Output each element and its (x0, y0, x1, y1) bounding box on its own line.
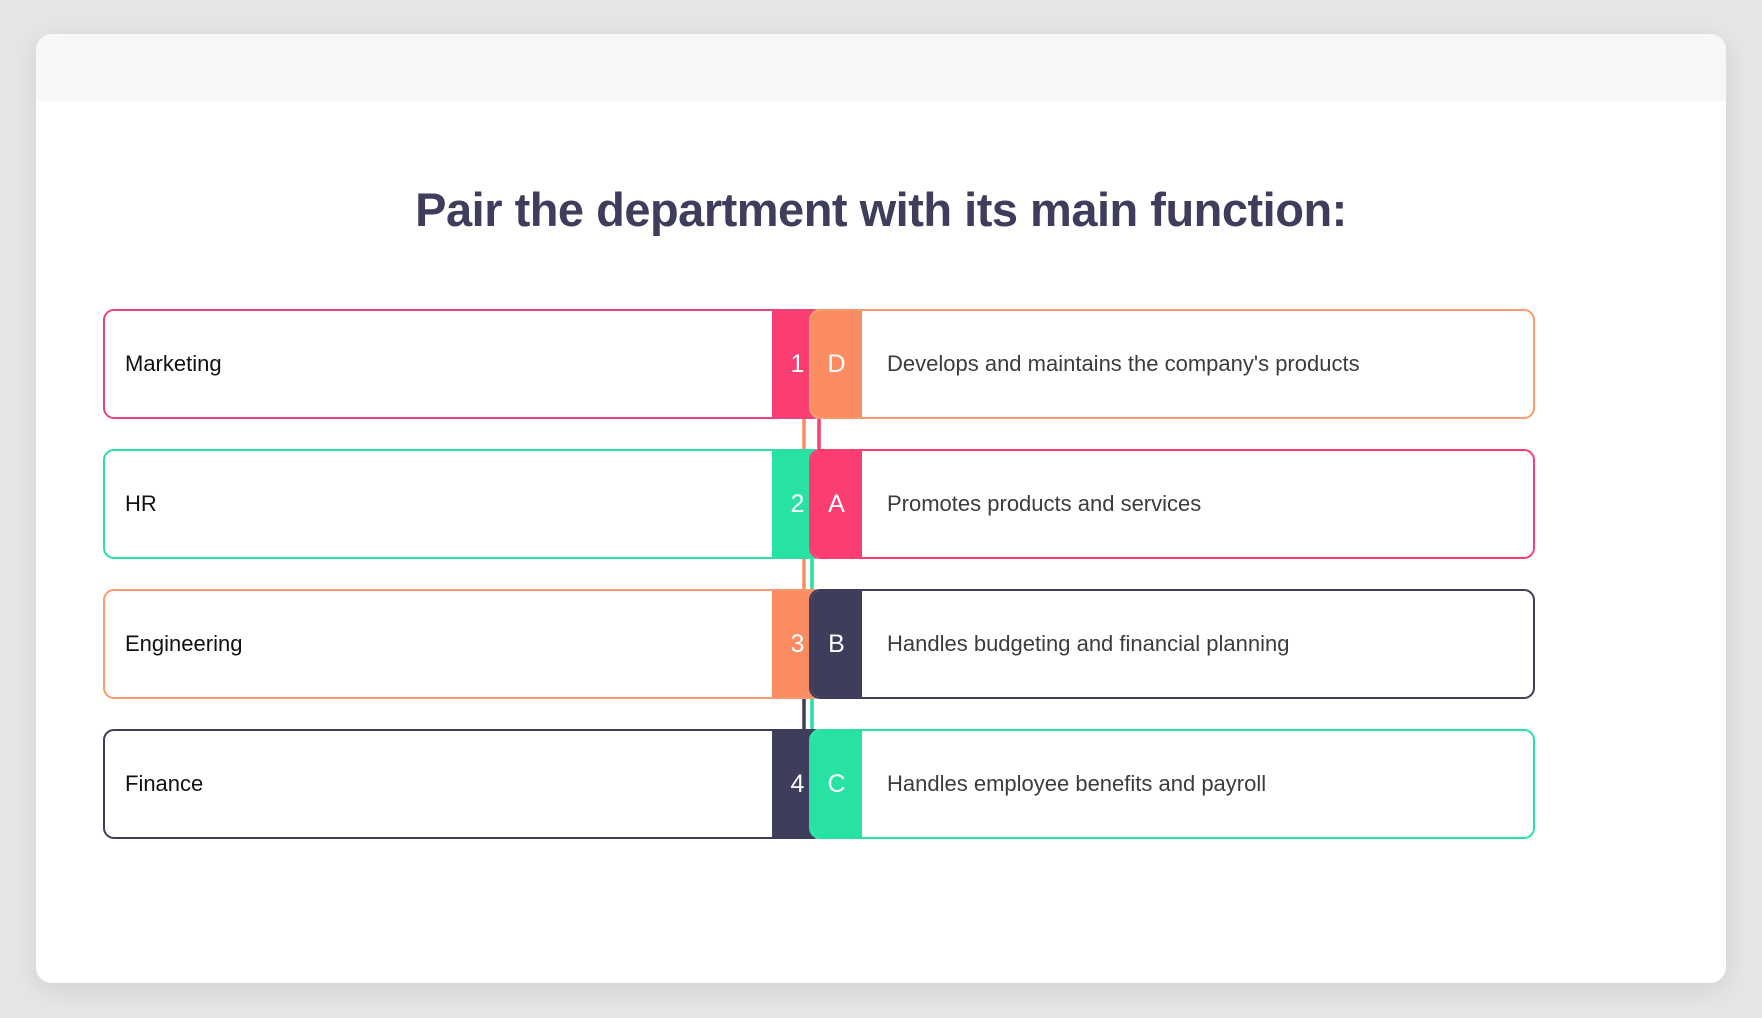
left-card-label: Marketing (125, 351, 222, 376)
page-title: Pair the department with its main functi… (415, 183, 1347, 236)
right-card-d[interactable]: D Develops and maintains the company's p… (809, 309, 1535, 419)
left-card-marketing[interactable]: Marketing 1 (103, 309, 825, 419)
left-card-label: HR (125, 491, 157, 516)
left-card-engineering[interactable]: Engineering 3 (103, 589, 825, 699)
right-card-label: Handles employee benefits and payroll (887, 771, 1267, 796)
matching-board: Marketing 1 HR 2 Engineering 3 Finance 4 (36, 34, 1726, 983)
left-card-label: Finance (125, 771, 204, 796)
right-card-b[interactable]: B Handles budgeting and financial planni… (809, 589, 1535, 699)
left-card-label: Engineering (125, 631, 243, 656)
right-card-a[interactable]: A Promotes products and services (809, 449, 1535, 559)
right-card-label: Develops and maintains the company's pro… (887, 351, 1360, 376)
right-card-letter-badge[interactable]: C (811, 731, 862, 837)
right-card-c[interactable]: C Handles employee benefits and payroll (809, 729, 1535, 839)
right-card-label: Promotes products and services (887, 491, 1202, 516)
left-column: Marketing 1 HR 2 Engineering 3 Finance 4 (103, 309, 825, 839)
right-card-label: Handles budgeting and financial planning (887, 631, 1290, 656)
right-card-letter-badge[interactable]: A (811, 451, 862, 557)
right-column: D Develops and maintains the company's p… (809, 309, 1535, 839)
right-card-letter-badge[interactable]: B (811, 591, 862, 697)
left-card-finance[interactable]: Finance 4 (103, 729, 825, 839)
right-card-letter-badge[interactable]: D (811, 311, 862, 417)
app-header-bar (36, 34, 1726, 101)
app-card: Pair the department with its main functi… (36, 34, 1726, 983)
left-card-hr[interactable]: HR 2 (103, 449, 825, 559)
